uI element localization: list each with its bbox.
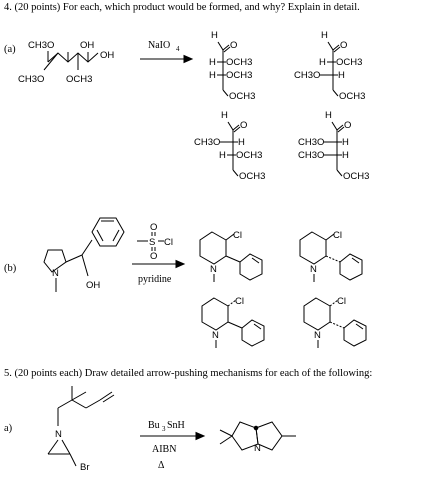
svg-text:OCH3: OCH3	[226, 57, 252, 68]
reagent-naio4: NaIO	[148, 40, 170, 51]
part-5a-label: a)	[4, 423, 13, 434]
svg-text:O: O	[344, 120, 351, 131]
product-4b-4: N Cl	[303, 296, 367, 348]
part-4b-label: (b)	[4, 263, 17, 274]
substrate-4b: N OH	[43, 217, 125, 292]
product-4b-3: N Cl	[201, 296, 265, 348]
reagent-bu3snh: Bu	[148, 420, 160, 431]
svg-text:O: O	[240, 120, 247, 131]
svg-text:N: N	[210, 264, 217, 275]
svg-text:OH: OH	[100, 50, 114, 61]
product-4a-4: H O CH3O H CH3O H OCH3	[298, 110, 369, 182]
svg-text:Cl: Cl	[233, 230, 242, 241]
svg-text:N: N	[254, 443, 261, 454]
svg-text:CH3O: CH3O	[18, 74, 44, 85]
svg-text:Cl: Cl	[337, 296, 346, 307]
question-4-header: 4. (20 points) For each, which product w…	[4, 2, 360, 13]
svg-text:CH3O: CH3O	[298, 137, 324, 148]
svg-text:OH: OH	[80, 40, 94, 51]
svg-text:Cl: Cl	[333, 230, 342, 241]
svg-text:H: H	[338, 70, 345, 81]
substrate-5a: N Br	[47, 386, 115, 473]
svg-text:OCH3: OCH3	[229, 91, 255, 102]
svg-text:OCH3: OCH3	[66, 74, 92, 85]
arrow-head-icon	[195, 431, 206, 441]
svg-text:Cl: Cl	[164, 237, 173, 248]
svg-text:OH: OH	[86, 280, 100, 291]
svg-text:N: N	[55, 429, 62, 440]
svg-text:Cl: Cl	[235, 296, 244, 307]
svg-text:S: S	[149, 237, 155, 248]
svg-text:H: H	[321, 30, 328, 41]
svg-text:CH3O: CH3O	[28, 40, 54, 51]
reagent-snh: SnH	[167, 420, 185, 431]
svg-text:H: H	[319, 57, 326, 68]
part-4a-label: (a)	[4, 44, 16, 55]
product-4a-3: H O CH3O H H OCH3 OCH3	[194, 110, 265, 182]
svg-text:N: N	[52, 268, 59, 279]
svg-text:Br: Br	[80, 462, 90, 473]
svg-text:H: H	[342, 150, 349, 161]
reagent-aibn: AIBN	[152, 444, 176, 455]
svg-text:CH3O: CH3O	[298, 150, 324, 161]
reagent-mscl: O S Cl O	[137, 222, 173, 262]
product-5a: N	[219, 421, 296, 454]
question-5-header: 5. (20 points each) Draw detailed arrow-…	[4, 368, 373, 379]
svg-text:H: H	[221, 110, 228, 121]
arrow-head-icon	[183, 54, 194, 64]
reagent-pyridine: pyridine	[138, 274, 172, 285]
product-4a-1: H O H OCH3 H OCH3 OCH3	[209, 30, 255, 102]
svg-text:OCH3: OCH3	[336, 57, 362, 68]
svg-text:H: H	[219, 150, 226, 161]
product-4b-1: N Cl	[199, 230, 263, 282]
svg-text:N: N	[314, 330, 321, 341]
svg-text:H: H	[238, 137, 245, 148]
reagent-heat: Δ	[158, 460, 165, 471]
svg-text:H: H	[211, 30, 218, 41]
svg-text:O: O	[150, 222, 157, 233]
product-4b-2: N Cl	[299, 230, 363, 282]
svg-text:O: O	[150, 251, 157, 262]
svg-text:OCH3: OCH3	[226, 70, 252, 81]
arrow-head-icon	[175, 259, 186, 269]
svg-text:CH3O: CH3O	[194, 137, 220, 148]
svg-text:N: N	[212, 330, 219, 341]
reagent-subscript: 3	[162, 425, 166, 433]
svg-text:N: N	[310, 264, 317, 275]
svg-text:CH3O: CH3O	[294, 70, 320, 81]
svg-text:OCH3: OCH3	[239, 171, 265, 182]
product-4a-2: H O H OCH3 CH3O H OCH3	[294, 30, 365, 102]
reagent-subscript: 4	[176, 45, 180, 53]
svg-text:H: H	[342, 137, 349, 148]
svg-text:H: H	[209, 70, 216, 81]
svg-text:OCH3: OCH3	[236, 150, 262, 161]
substrate-4a: CH3O OH OH CH3O OCH3	[18, 40, 114, 85]
svg-text:O: O	[230, 40, 237, 51]
svg-text:O: O	[340, 40, 347, 51]
svg-text:OCH3: OCH3	[343, 171, 369, 182]
svg-text:H: H	[325, 110, 332, 121]
svg-text:OCH3: OCH3	[339, 91, 365, 102]
svg-text:H: H	[209, 57, 216, 68]
